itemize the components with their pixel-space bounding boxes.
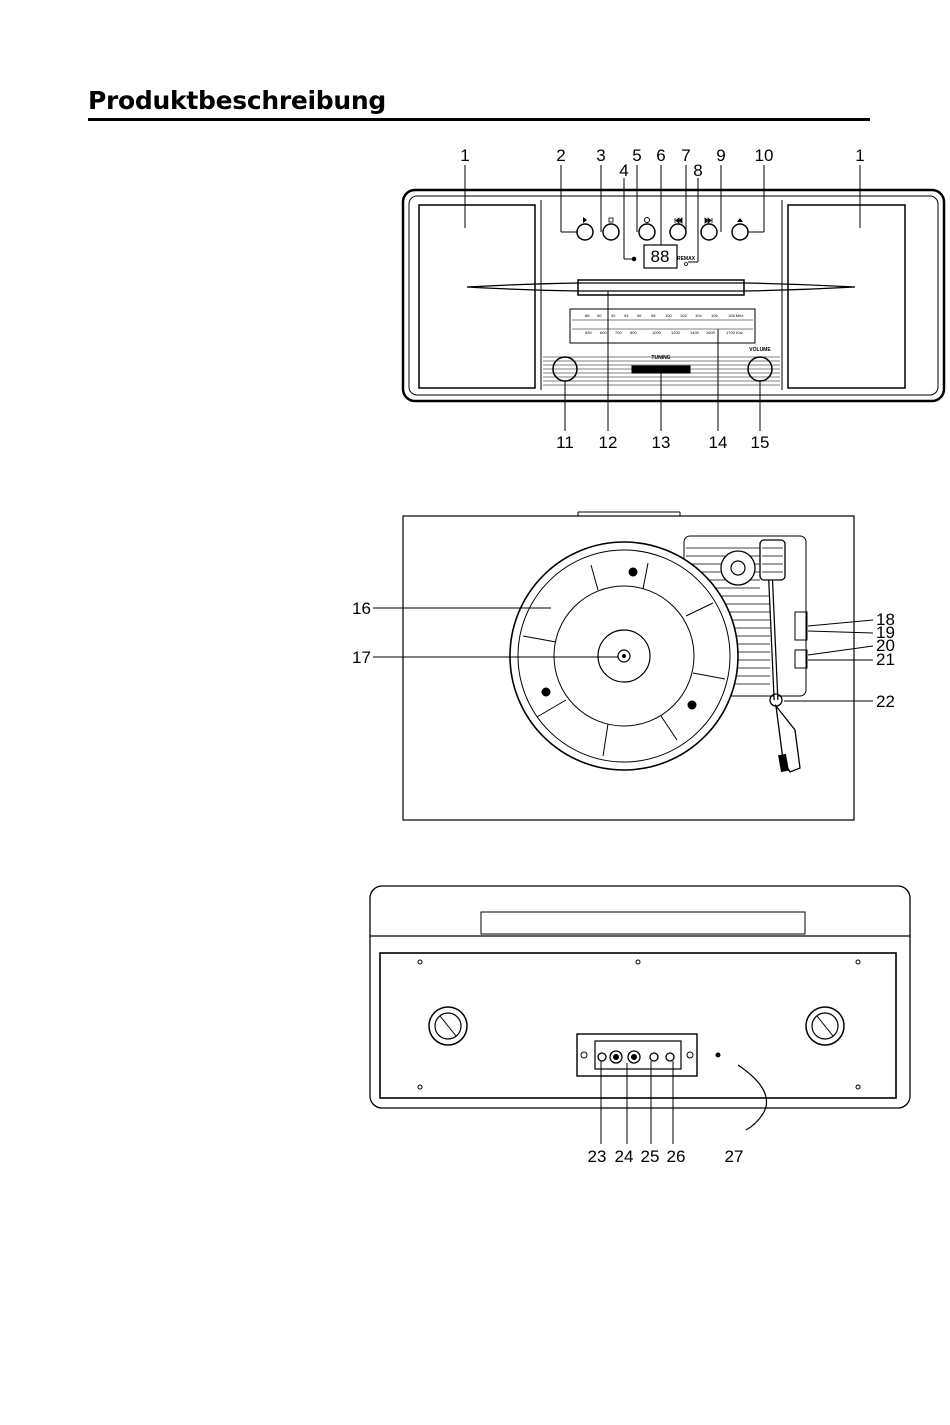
cd-slot-bar <box>467 283 855 291</box>
callout-14: 14 <box>709 433 728 452</box>
svg-text:600: 600 <box>600 330 607 335</box>
svg-text:102: 102 <box>680 313 687 318</box>
arm-lift-lever <box>795 612 807 640</box>
stop-button <box>603 224 619 240</box>
tuning-label: TUNING <box>651 355 670 361</box>
play-icon <box>583 217 587 223</box>
remax-label: REMAX <box>677 256 696 262</box>
cd-slot <box>578 280 744 295</box>
callout-17: 17 <box>352 648 371 667</box>
svg-text:530: 530 <box>585 330 592 335</box>
svg-text:700: 700 <box>615 330 622 335</box>
svg-text:90: 90 <box>597 313 602 318</box>
svg-text:94: 94 <box>624 313 629 318</box>
callout-1-left: 1 <box>460 146 469 165</box>
rear-lid-hinge <box>481 912 805 934</box>
stop-icon <box>609 218 613 222</box>
callout-6: 6 <box>656 146 665 165</box>
callout-3: 3 <box>596 146 605 165</box>
platter-foot <box>688 701 696 709</box>
previous-icon <box>675 218 682 223</box>
next-icon <box>705 218 712 223</box>
callout-25: 25 <box>641 1147 660 1166</box>
callout-2: 2 <box>556 146 565 165</box>
fm-antenna-point <box>716 1053 720 1057</box>
svg-text:1700 Khz: 1700 Khz <box>726 330 743 335</box>
display-digits: 88 <box>651 247 670 266</box>
power-jack <box>666 1053 674 1061</box>
callout-8: 8 <box>693 161 702 180</box>
callout-12: 12 <box>599 433 618 452</box>
svg-text:98: 98 <box>651 313 656 318</box>
rear-body-outer <box>370 886 910 1108</box>
eject-icon <box>737 218 743 222</box>
callout-1-right: 1 <box>855 146 864 165</box>
svg-text:88: 88 <box>585 313 590 318</box>
right-speaker <box>788 205 905 388</box>
aux-in-jack <box>598 1053 606 1061</box>
tuning-knob <box>632 366 690 373</box>
svg-text:96: 96 <box>637 313 642 318</box>
ir-sensor <box>632 257 636 261</box>
svg-text:100: 100 <box>665 313 672 318</box>
svg-text:1600: 1600 <box>706 330 716 335</box>
callout-23: 23 <box>588 1147 607 1166</box>
svg-text:800: 800 <box>630 330 637 335</box>
callout-10: 10 <box>755 146 774 165</box>
repeat-button <box>639 224 655 240</box>
svg-text:92: 92 <box>611 313 616 318</box>
callout-21: 21 <box>876 650 895 669</box>
remax-led <box>685 263 688 266</box>
eject-button <box>732 224 748 240</box>
callout-13: 13 <box>652 433 671 452</box>
skip-back-button <box>670 224 686 240</box>
callout-11: 11 <box>556 433 574 452</box>
left-speaker <box>419 205 535 388</box>
svg-text:1200: 1200 <box>671 330 681 335</box>
am-scale-labels: 530 600 700 800 1000 1200 1400 1600 1700… <box>585 330 743 335</box>
callout-24: 24 <box>615 1147 634 1166</box>
bass-port-left <box>429 1007 467 1045</box>
callout-7: 7 <box>681 146 690 165</box>
front-text: 1 2 3 4 5 6 7 8 9 10 1 11 12 13 14 15 88… <box>460 146 864 452</box>
repeat-icon <box>645 218 650 223</box>
svg-text:108 Mhz: 108 Mhz <box>728 313 743 318</box>
svg-text:1000: 1000 <box>652 330 662 335</box>
bass-port-right <box>806 1007 844 1045</box>
rear-text: 23 24 25 26 27 <box>588 1147 744 1166</box>
skip-forward-button <box>701 224 717 240</box>
platter-foot <box>542 688 550 696</box>
svg-text:104: 104 <box>695 313 702 318</box>
callout-16: 16 <box>352 599 371 618</box>
callout-4: 4 <box>619 161 628 180</box>
play-pause-button <box>577 224 593 240</box>
speed-selector <box>795 650 807 668</box>
rear-leaders <box>601 1061 673 1144</box>
callout-15: 15 <box>751 433 770 452</box>
top-view <box>373 512 873 820</box>
platter-foot <box>629 568 637 576</box>
callout-5: 5 <box>632 146 641 165</box>
svg-text:1400: 1400 <box>690 330 700 335</box>
callout-26: 26 <box>667 1147 686 1166</box>
counterweight <box>760 540 785 580</box>
usb-port <box>650 1053 658 1061</box>
rear-view <box>370 886 910 1144</box>
callout-22: 22 <box>876 692 895 711</box>
front-view <box>403 165 944 431</box>
callout-9: 9 <box>716 146 725 165</box>
svg-text:106: 106 <box>711 313 718 318</box>
callout-27: 27 <box>725 1147 744 1166</box>
fm-scale-labels: 88 90 92 94 96 98 100 102 104 106 108 Mh… <box>585 313 743 318</box>
volume-label: VOLUME <box>749 347 771 353</box>
adapter-holder <box>721 551 755 585</box>
